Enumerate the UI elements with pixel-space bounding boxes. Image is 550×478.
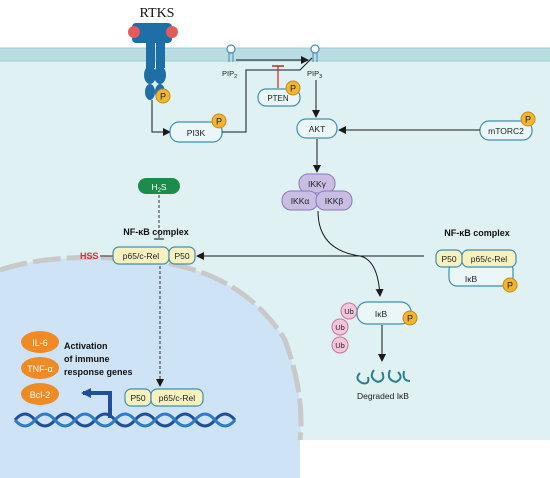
p65-left-label: p65/c-Rel — [123, 251, 159, 261]
svg-text:P: P — [290, 84, 296, 94]
nuclear-envelope — [0, 255, 304, 441]
tnfa-label: TNF-α — [27, 364, 53, 374]
p50-left-label: P50 — [174, 251, 189, 261]
bcl2-label: Bcl-2 — [30, 390, 51, 400]
nfkb-left-title: NF-κB complex — [123, 227, 189, 237]
p50-nuc-label: P50 — [130, 393, 145, 403]
p65-right-label: p65/c-Rel — [471, 254, 507, 264]
ubiquitin-icon: Ub Ub Ub — [331, 302, 358, 354]
gene-activation-arrow — [81, 388, 112, 418]
ikb-right-label: IκB — [465, 274, 478, 284]
receptor-to-pi3k-arrow — [151, 100, 171, 136]
svg-text:P: P — [407, 314, 413, 324]
pten-label: PTEN — [267, 94, 289, 103]
cell-membrane — [0, 48, 550, 61]
p50-right-label: P50 — [441, 254, 456, 264]
nfkb-right-title: NF-κB complex — [444, 228, 510, 238]
p50-left-node — [168, 246, 196, 265]
receptor-icon — [128, 23, 178, 100]
activation-label: Activation — [64, 341, 108, 351]
il6-label: IL-6 — [32, 338, 48, 348]
activation-label-line2: of immune — [64, 354, 110, 364]
svg-text:P: P — [525, 115, 531, 125]
h2s-node — [138, 178, 180, 194]
p65-right-node — [461, 249, 517, 268]
phosphate-icon: P — [285, 80, 301, 96]
ub2-label: Ub — [335, 323, 345, 332]
cytokine-outputs: IL-6 TNF-α Bcl-2 — [21, 331, 59, 405]
akt-node — [296, 118, 338, 139]
phosphate-icon: P — [211, 113, 227, 129]
hss-label: HSS — [80, 251, 99, 261]
degraded-ikb-label: Degraded IκB — [357, 391, 409, 401]
phosphate-icon: P — [502, 277, 518, 293]
p65-nuc-label: p65/c-Rel — [159, 393, 195, 403]
dna-helix-icon — [13, 412, 237, 428]
svg-text:P: P — [216, 117, 222, 127]
svg-text:P: P — [160, 92, 166, 102]
ub3-label: Ub — [335, 341, 345, 350]
nucleus — [0, 257, 301, 478]
phosphate-icon: P — [155, 88, 171, 104]
ikk-complex: IKKγ IKKα IKKβ — [281, 173, 353, 211]
h2s-label: H2S — [151, 182, 166, 194]
akt-label: AKT — [309, 124, 326, 134]
ikb-mid-label: IκB — [375, 309, 388, 319]
mtorc2-label: mTORC2 — [488, 126, 524, 136]
ikk-alpha-label: IKKα — [291, 196, 310, 206]
ikk-gamma-label: IKKγ — [308, 179, 327, 189]
ikk-beta-label: IKKβ — [325, 196, 344, 206]
degraded-protein-icon — [356, 369, 411, 385]
pip2-lipid — [226, 44, 236, 62]
pip2-label: PIP2 — [222, 69, 237, 80]
phosphate-icon: P — [402, 310, 418, 326]
p65-nuc-node — [150, 388, 204, 407]
svg-text:P: P — [507, 281, 513, 291]
pi3k-to-pip-arrow — [222, 57, 313, 133]
ub1-label: Ub — [344, 307, 354, 316]
rtks-title: RTKS — [140, 6, 175, 21]
phosphate-icon: P — [520, 111, 536, 127]
pip3-label: PIP3 — [307, 69, 322, 80]
activation-label-line3: response genes — [64, 367, 133, 377]
pi3k-label: PI3K — [187, 128, 206, 138]
pip3-lipid — [310, 44, 320, 62]
